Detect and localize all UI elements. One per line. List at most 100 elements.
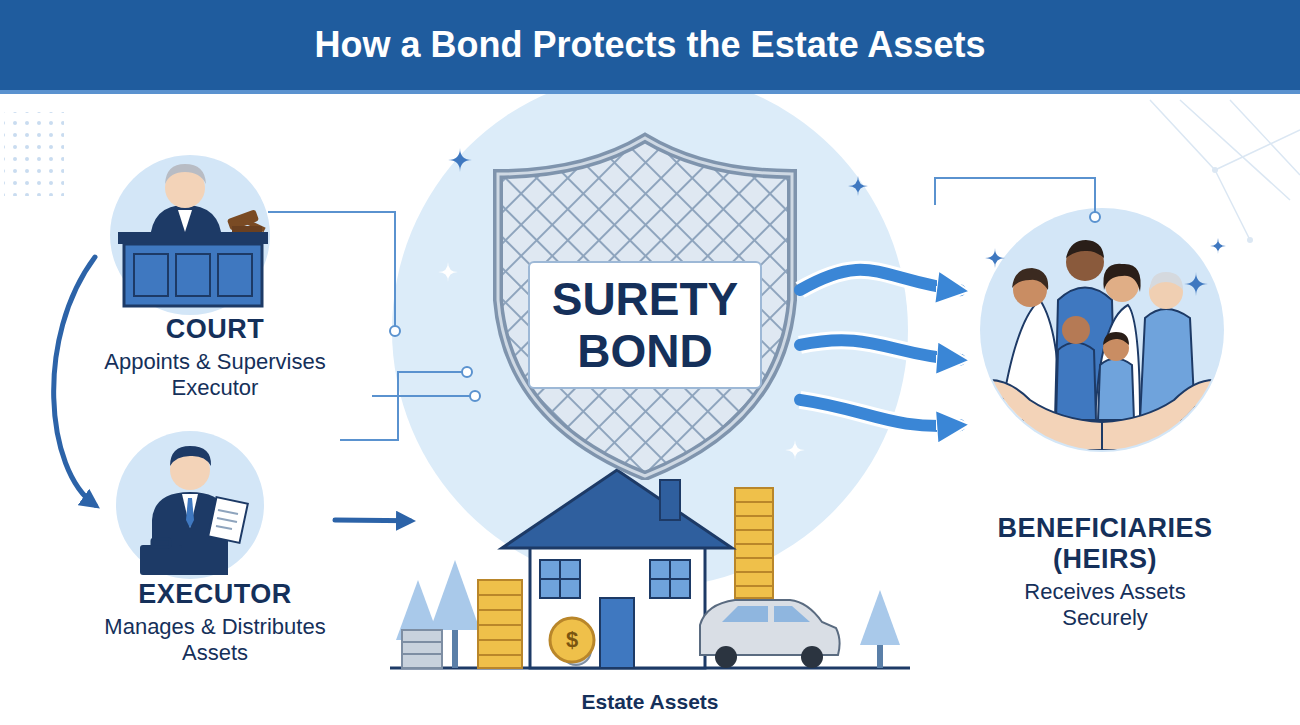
leader-lines-part <box>340 372 462 440</box>
estate-illustration-part-part <box>478 580 522 668</box>
background-decor-part <box>1212 167 1218 173</box>
estate-illustration-part <box>502 470 732 548</box>
family-illustration-part <box>1056 343 1096 421</box>
family-illustration-part <box>1062 316 1090 344</box>
background-decor-part <box>1150 100 1300 240</box>
family-illustration-part <box>1150 272 1183 290</box>
arrow-line <box>335 518 410 524</box>
judge-illustration-part <box>165 164 206 184</box>
arrow-outline <box>800 400 960 426</box>
leader-lines-part <box>462 367 472 377</box>
sparkles-part <box>438 262 458 282</box>
executor-illustration-part <box>170 446 211 466</box>
protection-arrow <box>800 340 960 360</box>
shield-label: SURETY BOND <box>528 261 762 389</box>
arrow-line <box>54 257 95 505</box>
estate-illustration-part <box>550 618 594 662</box>
judge-illustration-part <box>218 254 252 296</box>
arrow-outline <box>800 340 960 360</box>
estate-illustration-part <box>530 540 705 668</box>
judge-illustration-part <box>232 226 262 232</box>
estate-illustration-part <box>402 630 442 668</box>
estate-illustration <box>390 470 910 668</box>
flow-arrow <box>335 520 410 522</box>
coin-symbol: $ <box>552 626 592 654</box>
protection-arrow <box>800 400 960 426</box>
estate-illustration-part <box>660 480 680 520</box>
executor-illustration-part <box>208 497 248 543</box>
protection-arrow <box>800 270 960 290</box>
arrow-line <box>800 400 960 426</box>
shield-rim <box>498 138 792 476</box>
arrow-outline <box>800 270 960 290</box>
family-illustration-part <box>1103 264 1140 292</box>
background-decor-part <box>392 72 908 588</box>
node-heading: EXECUTOR <box>138 579 292 610</box>
node-description: Appoints & Supervises Executor <box>95 349 335 401</box>
estate-illustration-part-part <box>735 488 773 598</box>
family-illustration-part <box>1095 305 1140 420</box>
estate-illustration-part <box>430 560 480 630</box>
sparkles-part <box>1184 272 1208 296</box>
sparkles-part <box>448 148 472 172</box>
sparkles-part <box>848 176 868 196</box>
leader-lines-part <box>372 395 470 397</box>
judge-illustration-part <box>176 254 210 296</box>
family-illustration-part <box>990 380 1102 450</box>
judge-illustration-part <box>178 210 192 232</box>
judge-illustration <box>118 164 268 306</box>
arrow-line <box>800 340 960 360</box>
estate-illustration-part-part <box>402 630 442 668</box>
leader-lines-part <box>935 178 1095 212</box>
executor-illustration-part <box>186 498 194 528</box>
flow-arrow <box>54 257 95 505</box>
diagram-title: How a Bond Protects the Estate Assets <box>0 0 1300 90</box>
estate-illustration-part <box>877 645 883 668</box>
estate-illustration-part <box>540 560 580 598</box>
leader-lines-part <box>1090 212 1100 222</box>
executor-illustration-part <box>182 494 198 528</box>
estate-illustration-part <box>540 560 580 598</box>
estate-illustration-part <box>650 560 690 598</box>
background-decor-part <box>110 155 270 315</box>
judge-illustration-part <box>124 244 262 306</box>
estate-illustration-part <box>650 560 690 598</box>
background-decor-part <box>1247 237 1253 243</box>
sparkles-part <box>870 458 890 478</box>
background-decor <box>4 72 1300 588</box>
estate-illustration-part <box>860 590 900 645</box>
leader-lines-part <box>390 326 400 336</box>
family-illustration-part <box>1098 359 1134 421</box>
estate-illustration-part <box>801 646 823 668</box>
executor-illustration-part <box>152 539 170 547</box>
node-heading: COURT <box>166 314 265 345</box>
node-description: Receives Assets Securely <box>995 579 1215 631</box>
estate-illustration-part <box>722 606 810 622</box>
executor-illustration <box>140 446 248 575</box>
sparkles-part <box>1210 238 1226 254</box>
leader-lines-part <box>470 391 480 401</box>
estate-illustration-part-part <box>478 595 522 655</box>
executor-node: EXECUTOR Manages & Distributes Assets <box>95 420 335 670</box>
estate-illustration-part <box>600 598 634 668</box>
family-illustration <box>990 240 1214 450</box>
background-decor-part <box>116 431 264 579</box>
background-decor-part <box>980 208 1224 452</box>
family-illustration-part <box>1012 268 1048 290</box>
court-node: COURT Appoints & Supervises Executor <box>95 150 335 405</box>
judge-illustration-part <box>134 254 168 296</box>
node-description: Manages & Distributes Assets <box>95 614 335 666</box>
family-illustration-part <box>1102 380 1214 450</box>
estate-assets-node: Estate Assets <box>410 400 890 718</box>
beneficiaries-node: BENEFICIARIES (HEIRS)Receives Assets Sec… <box>960 205 1250 635</box>
estate-illustration-part-part <box>402 642 442 654</box>
estate-illustration-part <box>715 646 737 668</box>
node-caption: Estate Assets <box>582 690 719 718</box>
estate-illustration-part-part <box>735 502 773 586</box>
estate-illustration-part <box>452 630 458 668</box>
arrow-line <box>800 270 960 290</box>
node-heading: BENEFICIARIES (HEIRS) <box>960 513 1250 575</box>
leader-lines-part <box>268 212 395 326</box>
surety-bond-shield: SURETY BOND <box>490 130 800 480</box>
